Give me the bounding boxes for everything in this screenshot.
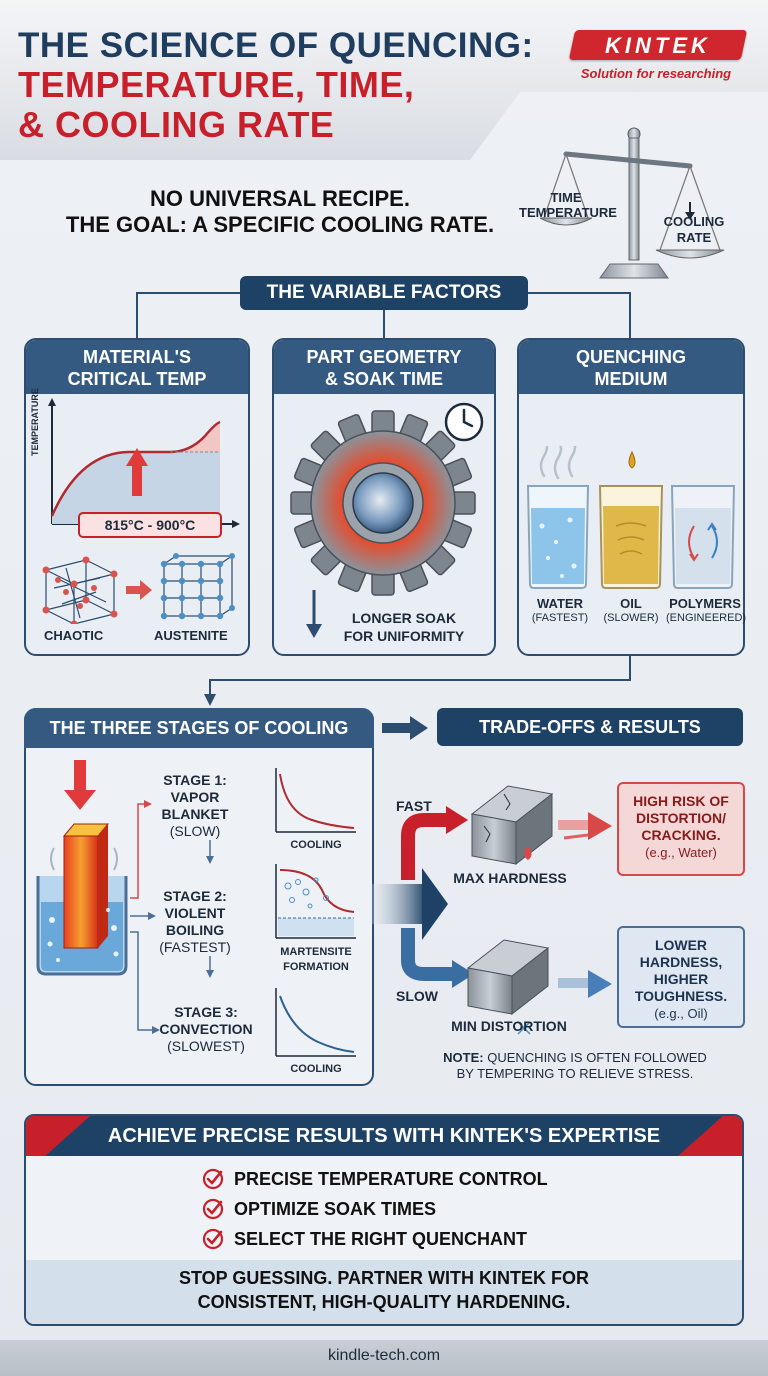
stage-1-line-2: VAPOR	[170, 789, 220, 805]
check-item: OPTIMIZE SOAK TIMES	[202, 1196, 436, 1222]
down-arrow-icon	[306, 590, 322, 638]
expertise-title: ACHIEVE PRECISE RESULTS WITH KINTEK'S EX…	[107, 1125, 661, 1147]
card1-title-line-2: CRITICAL TEMP	[67, 369, 207, 389]
stage-2-line-3: BOILING	[165, 922, 225, 938]
note-line-2: BY TEMPERING TO RELIEVE STRESS.	[456, 1066, 694, 1081]
expertise-band	[26, 1116, 742, 1156]
scale-right-label-2: RATE	[676, 230, 712, 245]
card-quenching-medium-header: QUENCHING MEDIUM	[519, 340, 743, 394]
fast-box-line-1: HIGH RISK OF	[633, 793, 729, 809]
footer-url[interactable]: kindle-tech.com	[0, 1340, 768, 1376]
soak-caption-line-2: FOR UNIFORMITY	[343, 628, 465, 644]
quench-beakers-icon	[526, 446, 736, 589]
stage-1-line-3: BLANKET	[161, 806, 229, 822]
card-geometry-soak-header: PART GEOMETRY & SOAK TIME	[274, 340, 494, 394]
connector-lines	[135, 292, 631, 706]
slow-box-line-2: HARDNESS,	[639, 954, 723, 970]
title-line-2: TEMPERATURE, TIME,	[18, 64, 415, 105]
austenite-label: AUSTENITE	[154, 628, 228, 643]
check-item: SELECT THE RIGHT QUENCHANT	[202, 1226, 527, 1252]
logo-tagline: Solution for researching	[580, 66, 732, 81]
medium-polymers-note: (ENGINEERED)	[666, 612, 747, 624]
stage-2-graph-label-1: MARTENSITE	[280, 946, 352, 958]
stage-3-text: STAGE 3: CONVECTION (SLOWEST)	[150, 1004, 262, 1055]
stage-3-line-1: STAGE 3:	[174, 1004, 238, 1020]
slow-result-box: LOWER HARDNESS, HIGHER TOUGHNESS. (e.g.,…	[617, 926, 745, 1028]
scale-right-label-1: COOLING	[663, 214, 725, 229]
slow-box-line-4: TOUGHNESS.	[634, 988, 728, 1004]
card3-title-line-1: QUENCHING	[575, 347, 686, 367]
quench-stages-diagram	[36, 760, 356, 1057]
medium-oil-label: OIL	[620, 596, 642, 611]
medium-polymers-label: POLYMERS	[669, 596, 741, 611]
min-distortion-label: MIN DISTORTION	[451, 1018, 567, 1034]
check-item-text: SELECT THE RIGHT QUENCHANT	[234, 1228, 528, 1249]
right-arrow-icon	[382, 716, 428, 740]
card2-title-line-1: PART GEOMETRY	[306, 347, 462, 367]
stage-2-line-4: (FASTEST)	[159, 939, 231, 955]
title-line-3: & COOLING RATE	[18, 104, 335, 145]
cta-line-1: STOP GUESSING. PARTNER WITH KINTEK FOR	[178, 1268, 590, 1288]
stage-1-text: STAGE 1: VAPOR BLANKET (SLOW)	[150, 772, 240, 840]
gear-icon	[290, 410, 476, 596]
card1-title-line-1: MATERIAL'S	[83, 347, 191, 367]
stage-2-graph-label-2: FORMATION	[283, 961, 349, 973]
fast-box-line-2: DISTORTION/	[636, 810, 726, 826]
balance-scale-icon	[540, 127, 725, 279]
scale-left-label-1: TIME	[550, 190, 582, 205]
max-hardness-label: MAX HARDNESS	[453, 870, 567, 886]
slow-label: SLOW	[396, 988, 438, 1004]
stage-1-line-1: STAGE 1:	[163, 772, 227, 788]
slow-box-line-1: LOWER	[654, 937, 708, 953]
logo-text: KINTEK	[605, 33, 711, 58]
stage-3-line-2: CONVECTION	[159, 1021, 253, 1037]
temp-range-badge: 815°C - 900°C	[78, 512, 222, 538]
stage-2-line-1: STAGE 2:	[163, 888, 227, 904]
tradeoffs-title: TRADE-OFFS & RESULTS	[437, 708, 743, 746]
stage-1-graph-label: COOLING	[290, 839, 342, 851]
clock-icon	[444, 402, 484, 442]
note-bold: NOTE:	[443, 1050, 484, 1065]
card3-title-line-2: MEDIUM	[594, 369, 668, 389]
fast-box-example: (e.g., Water)	[645, 845, 717, 860]
fast-box-line-3: CRACKING.	[641, 827, 721, 843]
scale-left-label-2: TEMPERATURE	[519, 205, 617, 220]
medium-water-note: (FASTEST)	[531, 612, 589, 624]
check-item: PRECISE TEMPERATURE CONTROL	[202, 1166, 548, 1192]
fast-label: FAST	[396, 798, 432, 814]
stage-3-graph-label: COOLING	[290, 1063, 342, 1075]
tradeoffs-diagram	[368, 785, 612, 1035]
variable-factors-title: THE VARIABLE FACTORS	[240, 276, 528, 310]
stages-title: THE THREE STAGES OF COOLING	[24, 708, 374, 748]
medium-oil-note: (SLOWER)	[603, 612, 659, 624]
slow-box-line-3: HIGHER	[653, 971, 709, 987]
note-line-1: QUENCHING IS OFTEN FOLLOWED	[483, 1050, 707, 1065]
check-icon	[202, 1198, 224, 1220]
card-critical-temp-header: MATERIAL'S CRITICAL TEMP	[26, 340, 248, 394]
check-item-text: OPTIMIZE SOAK TIMES	[234, 1198, 437, 1219]
check-item-text: PRECISE TEMPERATURE CONTROL	[234, 1168, 548, 1189]
intro-line-1: NO UNIVERSAL RECIPE.	[150, 186, 410, 211]
card2-title-line-2: & SOAK TIME	[324, 369, 443, 389]
title-line-1: THE SCIENCE OF QUENCING:	[18, 26, 534, 65]
stage-2-text: STAGE 2: VIOLENT BOILING (FASTEST)	[150, 888, 240, 956]
fast-result-box: HIGH RISK OF DISTORTION/ CRACKING. (e.g.…	[617, 782, 745, 876]
cta-band	[26, 1260, 742, 1324]
stage-2-line-2: VIOLENT	[164, 905, 226, 921]
tempering-note: NOTE: QUENCHING IS OFTEN FOLLOWED BY TEM…	[400, 1050, 750, 1082]
stage-1-line-4: (SLOW)	[169, 823, 221, 839]
stage-3-line-3: (SLOWEST)	[167, 1038, 245, 1054]
temperature-axis-label: TEMPERATURE	[30, 388, 40, 456]
slow-box-example: (e.g., Oil)	[654, 1006, 708, 1021]
chaotic-label: CHAOTIC	[44, 628, 104, 643]
cta-line-2: CONSISTENT, HIGH-QUALITY HARDENING.	[197, 1292, 571, 1312]
soak-caption-line-1: LONGER SOAK	[351, 610, 457, 626]
intro-line-2: THE GOAL: A SPECIFIC COOLING RATE.	[65, 212, 495, 237]
crystal-structures-icon	[42, 553, 235, 624]
medium-water-label: WATER	[537, 596, 583, 611]
check-icon	[202, 1168, 224, 1190]
check-icon	[202, 1228, 224, 1250]
